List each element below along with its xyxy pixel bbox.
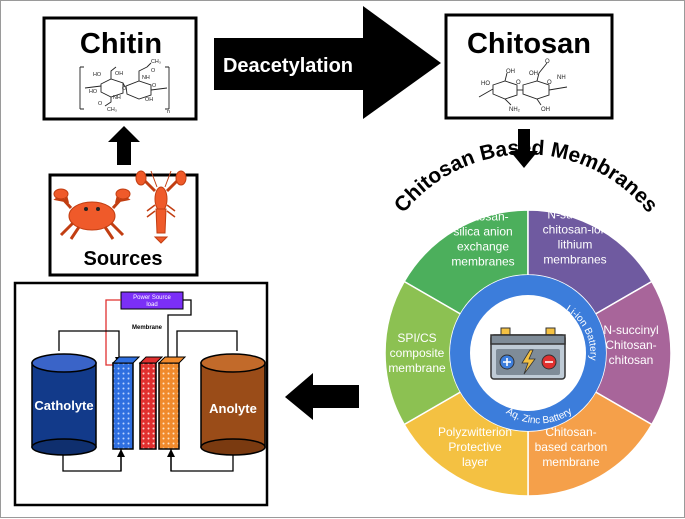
- chitin-label-o-bot: O: [98, 101, 102, 107]
- chitin-label-o2: O: [152, 83, 156, 89]
- chitosan-label-o2: O: [547, 80, 552, 86]
- crab-icon: [53, 188, 131, 240]
- membrane-segment-5-line-2: Protective: [448, 440, 502, 454]
- load-label: load: [146, 302, 157, 308]
- membrane-segment-4-line-2: based carbon: [535, 440, 608, 454]
- membrane-segment-labels: Chitosan-silica anionexchangemembranesN-…: [388, 208, 658, 470]
- membrane-segment-4-line-1: Chitosan-: [545, 425, 596, 439]
- deacetylation-arrow: Deacetylation: [214, 6, 441, 119]
- chitin-label-oh2: OH: [145, 97, 153, 103]
- membrane-segment-6-line-3: membrane: [388, 361, 446, 375]
- anolyte-tank: Anolyte: [200, 353, 266, 456]
- chitosan-label-nh: NH: [557, 75, 566, 81]
- chitin-title: Chitin: [80, 28, 162, 60]
- chitin-label-n: n: [167, 109, 170, 115]
- membrane-segment-2-line-4: membranes: [543, 253, 606, 267]
- chitosan-structure: [478, 62, 568, 106]
- chitin-label-o1: O: [122, 86, 126, 92]
- membrane-segment-1-line-3: exchange: [457, 240, 509, 254]
- chitosan-label-oh-c: OH: [541, 107, 550, 113]
- membrane-segment-1-line-4: membranes: [451, 255, 514, 269]
- chitosan-label-nh2: NH₂: [509, 107, 521, 113]
- sources-box: Sources: [48, 170, 199, 277]
- membrane-segment-6-line-2: composite: [390, 346, 445, 360]
- chitosan-label-ho: HO: [481, 81, 490, 87]
- membrane-layer: [139, 362, 157, 450]
- membrane-segment-2-line-2: chitosan-ion: [543, 223, 608, 237]
- chitin-label-ho1: HO: [93, 72, 101, 78]
- chitin-label-ch3-top: CH₃: [151, 59, 161, 65]
- chitin-label-ch3-bot: CH₃: [107, 107, 117, 113]
- deacetylation-label: Deacetylation: [223, 55, 353, 77]
- membrane-segment-3-line-1: N-succinyl: [603, 323, 658, 337]
- lobster-icon: [135, 170, 187, 244]
- membranes-left-arrow: [285, 373, 359, 420]
- chitin-frame: [42, 16, 198, 121]
- electrode-negative: [112, 362, 134, 450]
- flow-battery: Power Source load Membrane Catholyte Ano…: [13, 281, 269, 507]
- electrode-positive: [158, 362, 180, 450]
- chitosan-title: Chitosan: [467, 28, 591, 60]
- chitin-label-o-top: O: [151, 68, 155, 74]
- membrane-segment-5-line-3: layer: [462, 455, 488, 469]
- wire-negative: [105, 299, 121, 366]
- car-battery-icon: [490, 327, 566, 380]
- tube-anolyte-out: [173, 330, 238, 365]
- membrane-segment-3-line-3: chitosan: [609, 353, 654, 367]
- chitosan-label-oh-a: OH: [506, 69, 515, 75]
- power-source-label: Power Source: [133, 295, 171, 301]
- membrane-segment-2-line-3: lithium: [558, 238, 593, 252]
- chitosan-label-oh-b: OH: [529, 71, 538, 77]
- membrane-segment-4-line-3: membrane: [542, 455, 600, 469]
- membranes-title-path: Chitosan Based Membranes: [390, 136, 662, 217]
- membrane-label: Membrane: [132, 325, 163, 331]
- chitin-structure: [79, 62, 170, 110]
- tube-catholyte-out: [58, 330, 123, 365]
- membrane-segment-6-line-1: SPI/CS: [397, 331, 436, 345]
- membranes-title: Chitosan Based Membranes: [390, 136, 662, 217]
- chitin-label-nh-top: NH: [142, 75, 150, 81]
- sources-label: Sources: [84, 248, 163, 270]
- chitin-box: Chitin CH₃ O NH HO OH O O HO NH O CH₃ OH…: [42, 16, 198, 121]
- anolyte-label: Anolyte: [209, 401, 257, 416]
- chitin-label-oh1: OH: [115, 71, 123, 77]
- sources-up-arrow: [108, 126, 140, 165]
- membrane-segment-5-line-1: Polyzwitterion: [438, 425, 512, 439]
- membrane-segment-3-line-2: Chitosan-: [605, 338, 656, 352]
- chitosan-down-arrow: [510, 129, 538, 168]
- deacetylation-arrow-shape: [214, 6, 441, 119]
- chitosan-box: Chitosan O OH HO NH₂ OH NH OH O O: [444, 13, 614, 120]
- chitosan-frame: [444, 13, 614, 120]
- catholyte-tank: Catholyte: [31, 353, 97, 456]
- chitin-label-ho2: HO: [89, 89, 97, 95]
- membrane-segment-1-line-2: silica anion: [453, 225, 512, 239]
- chitin-label-nh-bot: NH: [113, 95, 121, 101]
- chitosan-label-o: O: [545, 59, 550, 65]
- chitosan-label-o1: O: [516, 80, 521, 86]
- membrane-segment-1-line-1: Chitosan-: [457, 210, 508, 224]
- wire-positive: [167, 299, 192, 364]
- catholyte-label: Catholyte: [34, 398, 93, 413]
- membrane-segment-2-line-1: N-succinyl: [547, 208, 602, 222]
